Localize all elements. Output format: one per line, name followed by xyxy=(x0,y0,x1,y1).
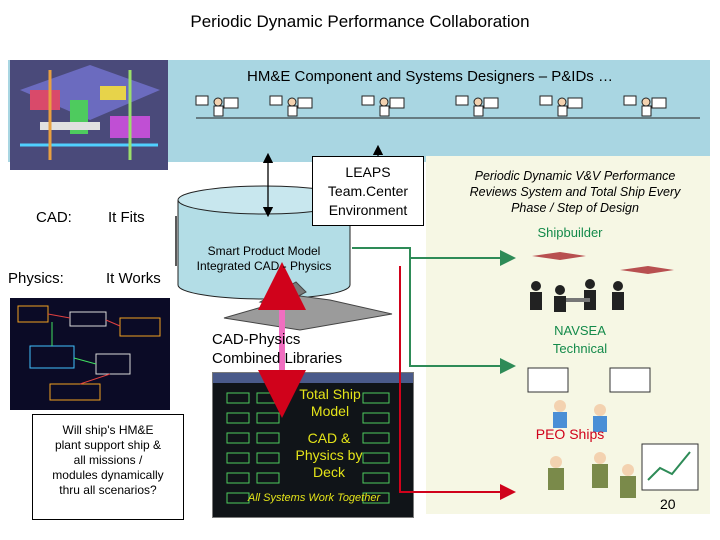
warship-icon xyxy=(223,281,393,331)
peo-ships-label: PEO Ships xyxy=(535,426,605,442)
navsea-label: NAVSEA Technical xyxy=(530,322,630,358)
leaps-line3: Environment xyxy=(328,202,408,218)
smart-model-line1: Smart Product Model xyxy=(207,244,321,258)
navsea-line2: Technical xyxy=(552,341,608,356)
leaps-teamcenter-box: LEAPS Team.Center Environment xyxy=(312,156,424,226)
leaps-line2: Team.Center xyxy=(327,183,409,199)
physics-schematic-image xyxy=(10,298,170,410)
question-line1: Will ship's HM&E xyxy=(62,423,154,437)
cpd-line3: Deck xyxy=(313,464,345,480)
vv-review-text: Periodic Dynamic V&V Performance Reviews… xyxy=(440,168,710,216)
vv-line3: Phase / Step of Design xyxy=(511,201,639,215)
page-number: 20 xyxy=(660,496,676,512)
question-line4: modules dynamically xyxy=(52,468,164,482)
libraries-line2: Combined Libraries xyxy=(212,350,343,367)
question-line3: all missions / xyxy=(73,453,143,467)
cpd-line2: Physics by xyxy=(295,447,363,463)
cad-model-image xyxy=(10,60,168,170)
question-box: Will ship's HM&E plant support ship & al… xyxy=(32,414,184,520)
designers-label: HM&E Component and Systems Designers – P… xyxy=(247,68,613,85)
smart-product-model-label: Smart Product Model Integrated CAD - Phy… xyxy=(178,244,350,274)
vv-line1: Periodic Dynamic V&V Performance xyxy=(474,169,676,183)
libraries-line1: CAD-Physics xyxy=(212,331,301,348)
page-title: Periodic Dynamic Performance Collaborati… xyxy=(190,12,530,31)
leaps-line1: LEAPS xyxy=(345,164,391,180)
it-fits-label: It Fits xyxy=(108,209,145,226)
all-systems-label: All Systems Work Together xyxy=(247,492,381,504)
physics-label: Physics: xyxy=(8,270,64,287)
tsm-line2: Model xyxy=(310,403,350,419)
total-ship-model-label: Total Ship Model xyxy=(290,386,370,420)
vv-line2: Reviews System and Total Ship Every xyxy=(469,185,681,199)
shipbuilder-label: Shipbuilder xyxy=(537,225,603,240)
it-works-label: It Works xyxy=(106,270,161,287)
cad-physics-deck-label: CAD & Physics by Deck xyxy=(285,430,373,481)
question-line2: plant support ship & xyxy=(54,438,162,452)
smart-model-line2: Integrated CAD - Physics xyxy=(196,259,332,273)
cpd-line1: CAD & xyxy=(307,430,351,446)
navsea-line1: NAVSEA xyxy=(554,323,606,338)
cad-label: CAD: xyxy=(36,209,72,226)
library-screenshot-image xyxy=(212,372,414,518)
question-line5: thru all scenarios? xyxy=(59,483,157,497)
combined-libraries-label: CAD-Physics Combined Libraries xyxy=(212,330,342,368)
tsm-line1: Total Ship xyxy=(299,386,361,402)
